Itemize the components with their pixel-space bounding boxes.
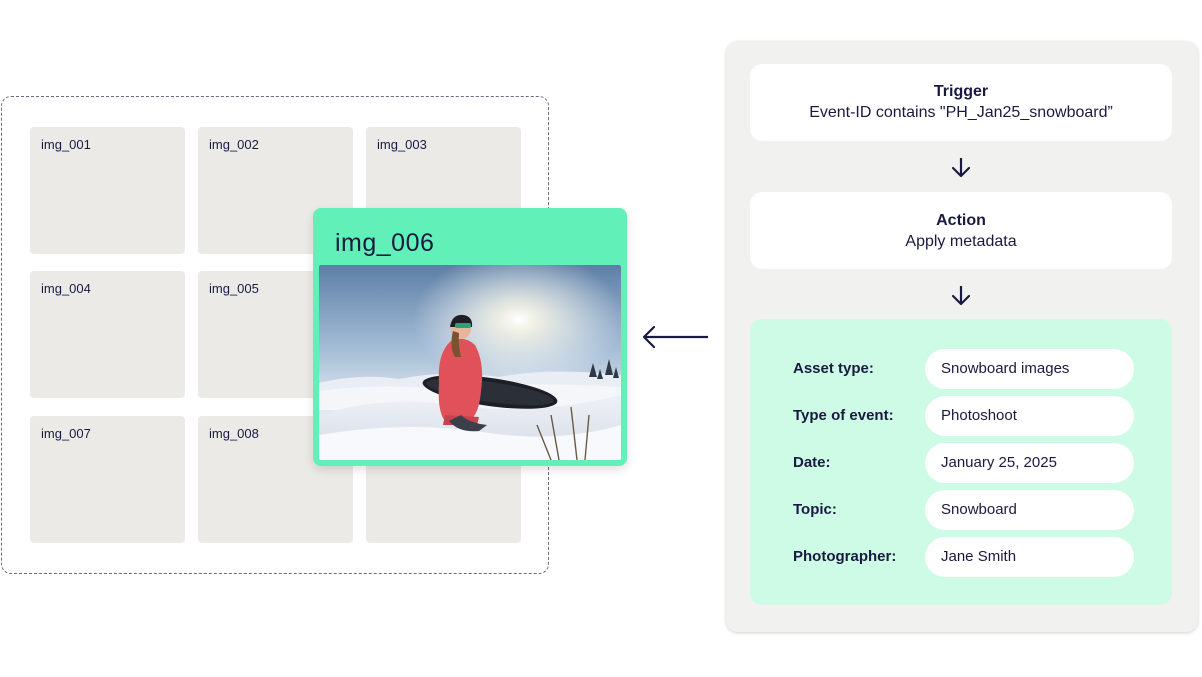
metadata-row: Asset type: Snowboard images bbox=[750, 349, 1172, 389]
snowboarder-photo bbox=[319, 265, 621, 460]
metadata-key: Photographer: bbox=[793, 548, 897, 565]
arrow-down-icon bbox=[951, 286, 971, 306]
metadata-row: Photographer: Jane Smith bbox=[750, 537, 1172, 577]
asset-tile-label: img_004 bbox=[41, 281, 91, 296]
trigger-card[interactable]: Trigger Event-ID contains "PH_Jan25_snow… bbox=[750, 64, 1172, 141]
automation-rule-panel: Trigger Event-ID contains "PH_Jan25_snow… bbox=[726, 41, 1198, 632]
metadata-value-field[interactable]: Snowboard bbox=[925, 490, 1134, 530]
asset-tile[interactable]: img_004 bbox=[30, 271, 185, 398]
asset-tile-label: img_001 bbox=[41, 137, 91, 152]
featured-asset-title: img_006 bbox=[335, 229, 435, 257]
metadata-row: Type of event: Photoshoot bbox=[750, 396, 1172, 436]
metadata-key: Type of event: bbox=[793, 407, 894, 424]
metadata-value-field[interactable]: Snowboard images bbox=[925, 349, 1134, 389]
metadata-value-field[interactable]: January 25, 2025 bbox=[925, 443, 1134, 483]
action-title: Action bbox=[936, 212, 986, 229]
metadata-box: Asset type: Snowboard images Type of eve… bbox=[750, 319, 1172, 605]
metadata-value-field[interactable]: Photoshoot bbox=[925, 396, 1134, 436]
action-card[interactable]: Action Apply metadata bbox=[750, 192, 1172, 269]
metadata-key: Date: bbox=[793, 454, 831, 471]
metadata-key: Topic: bbox=[793, 501, 837, 518]
asset-tile[interactable]: img_001 bbox=[30, 127, 185, 254]
asset-tile-label: img_002 bbox=[209, 137, 259, 152]
metadata-value-field[interactable]: Jane Smith bbox=[925, 537, 1134, 577]
asset-tile-label: img_005 bbox=[209, 281, 259, 296]
trigger-condition: Event-ID contains "PH_Jan25_snowboard” bbox=[809, 104, 1113, 121]
metadata-row: Topic: Snowboard bbox=[750, 490, 1172, 530]
asset-tile-label: img_007 bbox=[41, 426, 91, 441]
metadata-key: Asset type: bbox=[793, 360, 874, 377]
asset-tile-label: img_003 bbox=[377, 137, 427, 152]
asset-tile-label: img_008 bbox=[209, 426, 259, 441]
asset-tile[interactable]: img_007 bbox=[30, 416, 185, 543]
trigger-title: Trigger bbox=[933, 83, 989, 100]
arrow-down-icon bbox=[951, 158, 971, 178]
arrow-left-icon bbox=[642, 325, 708, 349]
featured-asset-card[interactable]: img_006 bbox=[313, 208, 627, 466]
action-description: Apply metadata bbox=[905, 233, 1017, 250]
metadata-row: Date: January 25, 2025 bbox=[750, 443, 1172, 483]
